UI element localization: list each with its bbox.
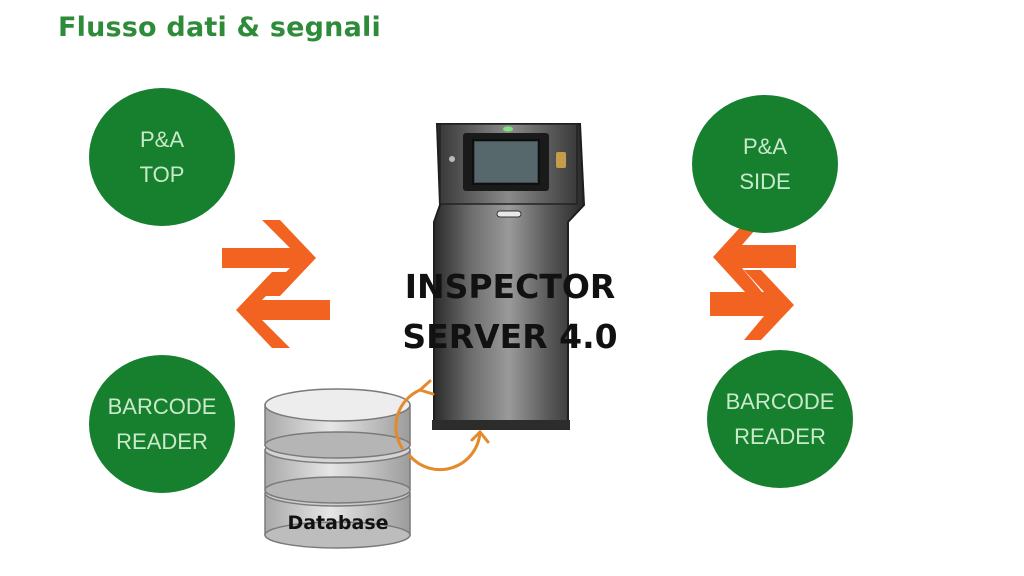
- server-label-line1: INSPECTOR: [404, 267, 616, 306]
- exchange-arrows-left: [222, 220, 330, 348]
- node-pa-side-line2: SIDE: [739, 169, 791, 194]
- node-barcode-reader-right: BARCODE READER: [707, 350, 853, 488]
- sync-cycle-icon: [394, 379, 490, 472]
- node-barcode-reader-left-line1: BARCODE: [107, 394, 217, 419]
- node-barcode-reader-left-line2: READER: [116, 429, 208, 454]
- node-pa-side-line1: P&A: [742, 134, 788, 159]
- server-cabinet: [432, 123, 586, 430]
- server-label: INSPECTOR SERVER 4.0: [360, 262, 660, 362]
- server-label-line2: SERVER 4.0: [402, 317, 618, 356]
- database-icon: [264, 388, 411, 549]
- node-barcode-reader-left: BARCODE READER: [89, 355, 235, 493]
- exchange-arrows-right: [710, 222, 796, 340]
- database-label: Database: [287, 512, 389, 534]
- node-pa-side: P&A SIDE: [692, 95, 838, 233]
- node-pa-top-line2: TOP: [139, 162, 185, 187]
- page-title: Flusso dati & segnali: [58, 12, 381, 43]
- node-pa-top: P&A TOP: [89, 88, 235, 226]
- node-barcode-reader-right-line2: READER: [734, 424, 826, 449]
- node-pa-top-line1: P&A: [139, 127, 185, 152]
- node-barcode-reader-right-line1: BARCODE: [725, 389, 835, 414]
